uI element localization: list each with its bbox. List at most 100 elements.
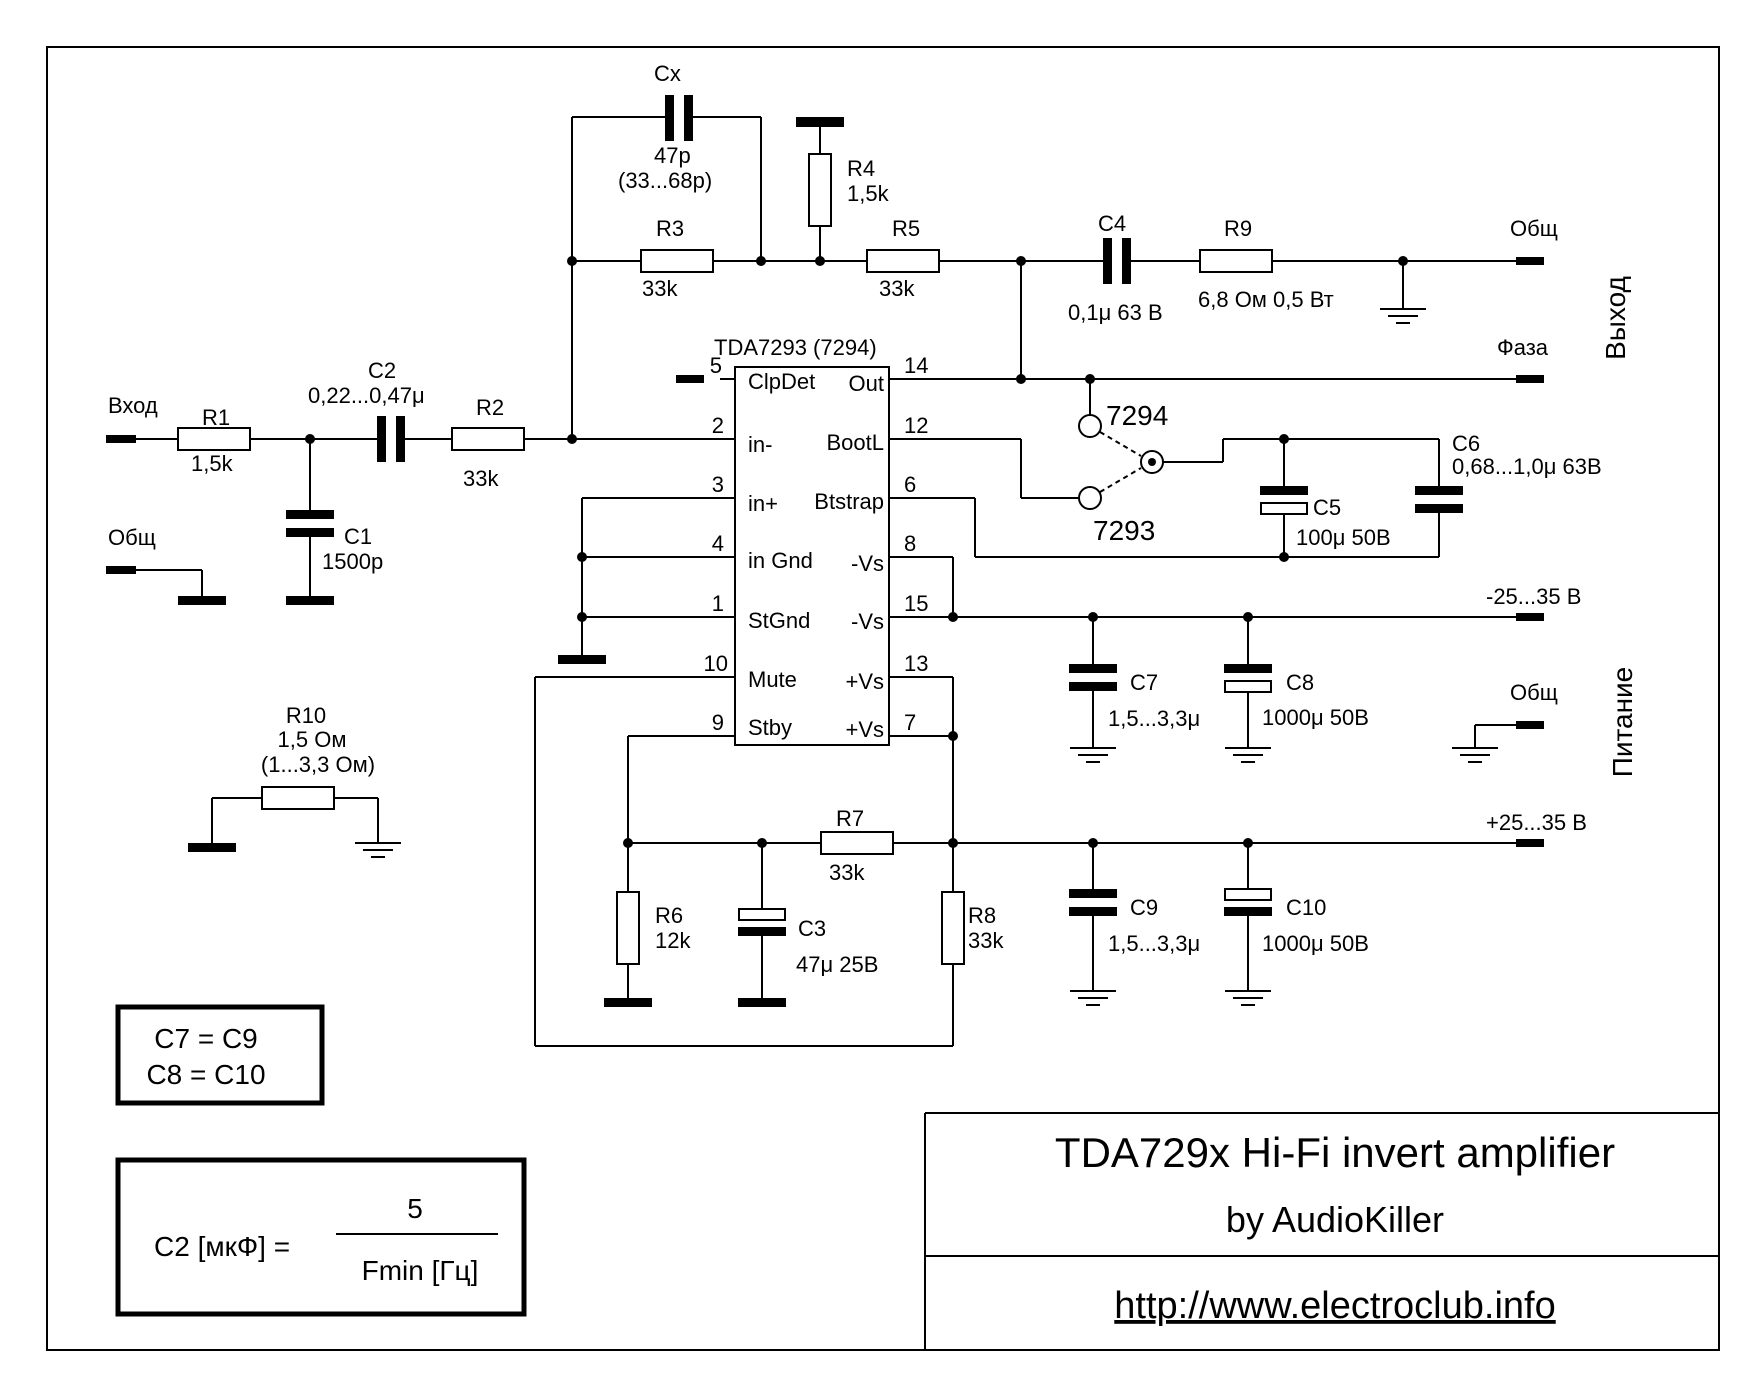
c8-ref: C8	[1286, 670, 1314, 695]
formula-note: C2 [мкФ] = 5 Fmin [Гц]	[115, 1157, 527, 1317]
output-group-label: Выход	[1600, 276, 1631, 360]
supply-ground: Общ Питание	[1452, 667, 1638, 778]
capacitor-c4	[1103, 238, 1112, 284]
pin-name-neg-vs-8: -Vs	[851, 551, 884, 576]
url-link[interactable]: http://www.electroclub.info	[1114, 1285, 1555, 1327]
supply-gnd-terminal[interactable]	[1516, 721, 1544, 729]
output-gnd-terminal[interactable]	[1516, 257, 1544, 265]
c5-value: 100μ 50В	[1296, 525, 1391, 550]
capacitor-c6	[1415, 486, 1463, 495]
r4-rail-bar	[796, 117, 844, 127]
r2-ref: R2	[476, 395, 504, 420]
pin-num-9: 9	[712, 710, 724, 735]
r7-ref: R7	[836, 806, 864, 831]
pos-supply-terminal[interactable]	[1516, 839, 1544, 847]
equality-note: C7 = C9 C8 = C10	[115, 1004, 325, 1106]
c6-ref: C6	[1452, 431, 1480, 456]
signal-ground-tie	[558, 497, 680, 664]
r3-value: 33k	[642, 276, 678, 301]
switch-contact-7294[interactable]	[1078, 414, 1102, 438]
c3-value: 47μ 25В	[796, 952, 878, 977]
capacitor-c9	[1069, 889, 1117, 898]
pin-name-stby: Stby	[748, 715, 792, 740]
input-terminal[interactable]	[106, 435, 136, 443]
resistor-r1	[177, 427, 251, 451]
c2-value: 0,22...0,47μ	[308, 383, 425, 408]
pin-num-2: 2	[712, 413, 724, 438]
pos-supply-label: +25...35 В	[1486, 810, 1587, 835]
pin-num-10: 10	[704, 651, 728, 676]
r6-ref: R6	[655, 903, 683, 928]
bootstrap-selector: 7294 7293 C5 100μ 50В C6 0,68...1,0μ 63В	[945, 379, 1602, 562]
pin-name-neg-vs-15: -Vs	[851, 609, 884, 634]
input-gnd-label: Общ	[108, 525, 156, 550]
c6-value: 0,68...1,0μ 63В	[1452, 454, 1602, 479]
c2-ref: C2	[368, 358, 396, 383]
r10-section: R10 1,5 Ом (1...3,3 Ом)	[188, 703, 401, 858]
r10-ref: R10	[286, 703, 326, 728]
output-phase-label: Фаза	[1497, 335, 1549, 360]
r1-value: 1,5k	[191, 451, 234, 476]
feedback-network: Cx 47p (33...68p) R3 33k R4 1,5k R5 33k	[567, 61, 1103, 439]
r1-ref: R1	[202, 405, 230, 430]
pin-name-in-minus: in-	[748, 432, 772, 457]
pin-name-btstrap: Btstrap	[814, 489, 884, 514]
r4-ref: R4	[847, 156, 875, 181]
r5-ref: R5	[892, 216, 920, 241]
c9-ref: C9	[1130, 895, 1158, 920]
resistor-r9	[1199, 249, 1273, 273]
c1-value: 1500p	[322, 549, 383, 574]
c3-ref: C3	[798, 916, 826, 941]
cx-ref: Cx	[654, 61, 681, 86]
r5-value: 33k	[879, 276, 915, 301]
capacitor-c3	[738, 908, 786, 921]
input-gnd-terminal[interactable]	[106, 566, 136, 574]
r10-value: 1,5 Ом	[278, 727, 347, 752]
pin-name-mute: Mute	[748, 667, 797, 692]
r8-ref: R8	[968, 903, 996, 928]
output-section: C4 0,1μ 63 В R9 6,8 Ом 0,5 Вт Общ Фаза В…	[945, 211, 1631, 384]
r10-range: (1...3,3 Ом)	[261, 752, 375, 777]
formula-denominator: Fmin [Гц]	[362, 1255, 479, 1286]
r9-value: 6,8 Ом 0,5 Вт	[1198, 287, 1334, 312]
supply-gnd-label: Общ	[1510, 680, 1558, 705]
c5-ref: C5	[1313, 495, 1341, 520]
switch-label-7293: 7293	[1093, 515, 1155, 546]
title-block: TDA729x Hi-Fi invert amplifier by AudioK…	[924, 1112, 1719, 1350]
input-label: Вход	[108, 393, 158, 418]
pin-num-8: 8	[904, 531, 916, 556]
ic-tda7293: TDA7293 (7294) 5 ClpDet 2 in- 3 in+ 4 in…	[676, 335, 945, 746]
formula-numerator: 5	[407, 1193, 423, 1224]
author-text: by AudioKiller	[1226, 1199, 1444, 1240]
capacitor-c8	[1224, 664, 1272, 673]
power-group-label: Питание	[1607, 667, 1638, 778]
switch-contact-7293[interactable]	[1078, 486, 1102, 510]
title-text: TDA729x Hi-Fi invert amplifier	[1055, 1129, 1615, 1176]
input-section: Вход R1 1,5k C2 0,22...0,47μ R2 33k C1 1…	[106, 358, 680, 605]
r9-ref: R9	[1224, 216, 1252, 241]
r4-value: 1,5k	[847, 181, 890, 206]
pin-name-out: Out	[849, 371, 884, 396]
note-eq1: C7 = C9	[154, 1023, 258, 1054]
pin-num-14: 14	[904, 353, 928, 378]
resistor-r8	[941, 891, 965, 965]
resistor-r5	[866, 249, 940, 273]
c4-ref: C4	[1098, 211, 1126, 236]
resistor-r3	[640, 249, 714, 273]
r2-value: 33k	[463, 466, 499, 491]
capacitor-cx	[665, 95, 674, 141]
output-phase-terminal[interactable]	[1516, 375, 1544, 383]
r3-ref: R3	[656, 216, 684, 241]
capacitor-c10	[1224, 888, 1272, 901]
capacitor-c7	[1069, 664, 1117, 673]
r8-value: 33k	[968, 928, 1004, 953]
resistor-r6	[616, 891, 640, 965]
switch-label-7294: 7294	[1106, 400, 1168, 431]
neg-supply-terminal[interactable]	[1516, 613, 1544, 621]
note-eq2: C8 = C10	[146, 1059, 265, 1090]
pin-name-clpdet: ClpDet	[748, 369, 815, 394]
pin-name-stgnd: StGnd	[748, 608, 810, 633]
ground-bar-c1	[286, 596, 334, 605]
capacitor-c2	[377, 416, 386, 462]
